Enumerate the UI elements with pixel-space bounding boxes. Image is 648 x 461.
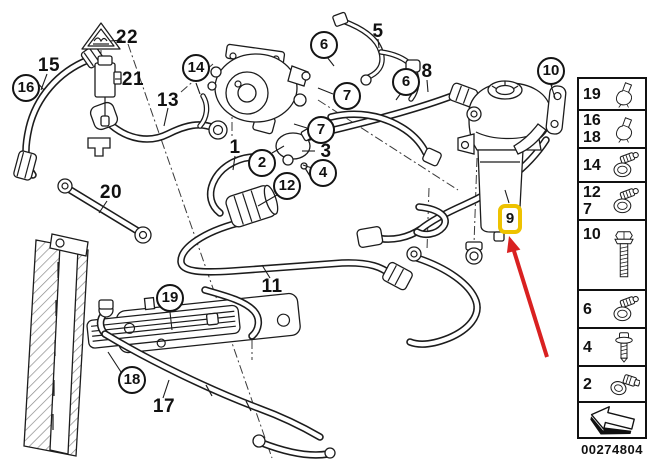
legend-row-14: 14 (577, 147, 647, 183)
callout-label-13: 13 (156, 90, 180, 111)
callout-circled-6a[interactable]: 6 (310, 31, 338, 59)
legend-label: 6 (583, 300, 592, 318)
callout-circled-14[interactable]: 14 (182, 54, 210, 82)
legend-label: 14 (583, 156, 601, 174)
hose-clip-icon (609, 79, 639, 109)
legend-row-19: 19 (577, 77, 647, 111)
legend-label: 7 (583, 201, 592, 218)
legend-label: 12 (583, 184, 601, 201)
callout-label-3: 3 (320, 141, 332, 162)
legend-row-16-18: 16 18 (577, 109, 647, 149)
callout-label-1: 1 (229, 137, 241, 158)
legend-label: 19 (583, 85, 601, 103)
legend-label: 10 (583, 226, 601, 243)
callout-circled-19[interactable]: 19 (156, 284, 184, 312)
callout-circled-7a[interactable]: 7 (333, 82, 361, 110)
legend-row-arrow (577, 401, 647, 439)
fastener-legend: 19 16 18 14 12 7 10 6 (577, 77, 647, 439)
screw-icon (609, 329, 639, 365)
callout-circled-6b[interactable]: 6 (392, 68, 420, 96)
callout-label-17: 17 (152, 396, 176, 417)
legend-row-10: 10 (577, 219, 647, 291)
worm-clamp-icon (608, 292, 640, 326)
legend-row-4: 4 (577, 327, 647, 367)
callout-circled-4[interactable]: 4 (309, 159, 337, 187)
callout-label-15: 15 (37, 55, 61, 76)
connector-part-12 (225, 184, 279, 228)
callout-circled-7b[interactable]: 7 (307, 116, 335, 144)
highlighted-callout-9[interactable]: 9 (498, 204, 522, 234)
legend-label: 2 (583, 375, 592, 393)
worm-clamp-icon (608, 149, 640, 181)
legend-row-12-7: 12 7 (577, 181, 647, 221)
callout-label-22: 22 (115, 27, 139, 48)
highlight-arrow (506, 236, 549, 358)
legend-row-2: 2 (577, 365, 647, 403)
worm-clamp-icon (608, 184, 640, 218)
legend-label: 18 (583, 129, 601, 146)
callout-circled-18[interactable]: 18 (118, 366, 146, 394)
hose-fittings (13, 11, 479, 459)
hex-bolt-icon (609, 222, 639, 288)
callout-circled-12[interactable]: 12 (273, 172, 301, 200)
warning-triangle-icon (81, 22, 121, 50)
callout-circled-2[interactable]: 2 (248, 149, 276, 177)
radiator (23, 233, 89, 457)
valve-part-21 (87, 55, 122, 157)
callout-label-11: 11 (261, 276, 283, 297)
hose-clamp-icon (608, 368, 640, 400)
diagram-part-number: 00274804 (581, 442, 643, 457)
legend-label: 4 (583, 338, 592, 356)
hose-clip-icon (609, 113, 639, 145)
callout-circled-16[interactable]: 16 (12, 74, 40, 102)
callout-label-21: 21 (121, 69, 145, 90)
throttle-body (207, 43, 311, 123)
legend-label: 16 (583, 112, 601, 129)
legend-row-6: 6 (577, 289, 647, 329)
level-sensor (465, 241, 483, 265)
direction-arrow-icon (584, 403, 642, 437)
callout-circled-10[interactable]: 10 (537, 57, 565, 85)
callout-label-8: 8 (421, 61, 433, 82)
callout-label-20: 20 (99, 182, 123, 203)
callout-label-5: 5 (372, 21, 384, 42)
